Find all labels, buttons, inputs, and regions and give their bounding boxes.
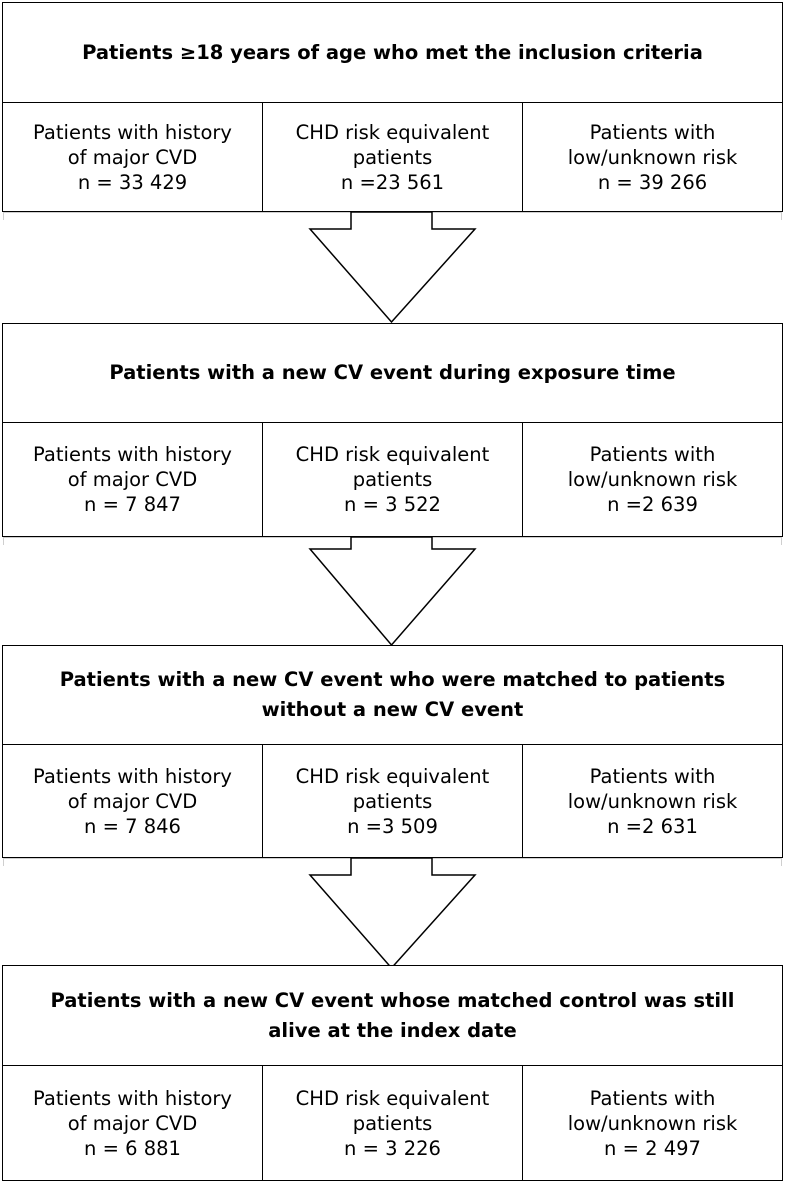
stage-2-group-chd-risk: CHD risk equivalent patients n = 3 522 [262, 423, 522, 536]
stage-1-group-chd-risk: CHD risk equivalent patients n =23 561 [262, 103, 522, 211]
group-count: n = 6 881 [84, 1136, 181, 1160]
group-label-line: of major CVD [67, 789, 198, 813]
group-label-line: patients [352, 145, 433, 169]
stage-1-groups: Patients with history of major CVD n = 3… [3, 102, 782, 211]
stage-1-box: Patients ≥18 years of age who met the in… [2, 2, 783, 220]
stage-1-group-major-cvd: Patients with history of major CVD n = 3… [3, 103, 262, 211]
stage-4-title: Patients with a new CV event whose match… [50, 988, 735, 1042]
stage-3-box: Patients with a new CV event who were ma… [2, 645, 783, 866]
group-label-line: Patients with history [33, 120, 232, 144]
down-arrow-1 [308, 211, 477, 324]
group-label-line: Patients with [589, 1086, 716, 1110]
group-count: n = 39 266 [597, 170, 708, 194]
group-label-line: patients [352, 468, 433, 491]
stage-3-group-low-risk: Patients with low/unknown risk n =2 631 [522, 745, 782, 857]
group-label-line: CHD risk equivalent [295, 443, 490, 466]
group-count: n = 3 522 [344, 493, 441, 516]
group-count: n =2 631 [607, 814, 698, 838]
stage-2-groups: Patients with history of major CVD n = 7… [3, 422, 782, 536]
group-count: n = 7 846 [84, 814, 181, 838]
group-label-line: Patients with [589, 443, 716, 466]
group-label-line: CHD risk equivalent [295, 764, 490, 788]
down-arrow-3 [308, 857, 477, 970]
group-label-line: of major CVD [67, 145, 198, 169]
stage-4-groups: Patients with history of major CVD n = 6… [3, 1065, 782, 1180]
group-label-line: patients [352, 1111, 433, 1135]
group-count: n =2 639 [607, 493, 698, 516]
stage-3-group-chd-risk: CHD risk equivalent patients n =3 509 [262, 745, 522, 857]
group-label-line: Patients with history [33, 1086, 232, 1110]
stage-3-title: Patients with a new CV event who were ma… [59, 668, 726, 721]
down-arrow-2 [308, 536, 477, 647]
stage-3-groups: Patients with history of major CVD n = 7… [3, 744, 782, 857]
group-label-line: Patients with [589, 764, 716, 788]
group-label-line: of major CVD [67, 1111, 198, 1135]
group-label-line: low/unknown risk [567, 468, 738, 491]
stage-4-box: Patients with a new CV event whose match… [2, 965, 783, 1181]
group-count: n =23 561 [340, 170, 445, 194]
group-label-line: low/unknown risk [567, 1111, 738, 1135]
stage-3-group-major-cvd: Patients with history of major CVD n = 7… [3, 745, 262, 857]
group-label-line: patients [352, 789, 433, 813]
stage-2-group-low-risk: Patients with low/unknown risk n =2 639 [522, 423, 782, 536]
group-label-line: Patients with history [33, 443, 232, 466]
group-count: n = 33 429 [77, 170, 188, 194]
group-label-line: Patients with [589, 120, 716, 144]
stage-2-box: Patients with a new CV event during expo… [2, 323, 783, 545]
group-label-line: Patients with history [33, 764, 232, 788]
stage-2-group-major-cvd: Patients with history of major CVD n = 7… [3, 423, 262, 536]
group-count: n = 7 847 [84, 493, 181, 516]
group-label-line: CHD risk equivalent [295, 120, 490, 144]
group-count: n = 2 497 [604, 1136, 701, 1160]
group-label-line: low/unknown risk [567, 789, 738, 813]
stage-2-title: Patients with a new CV event during expo… [109, 361, 676, 384]
group-count: n = 3 226 [344, 1136, 441, 1160]
stage-1-group-low-risk: Patients with low/unknown risk n = 39 26… [522, 103, 782, 211]
stage-1-title: Patients ≥18 years of age who met the in… [82, 40, 703, 64]
stage-4-group-low-risk: Patients with low/unknown risk n = 2 497 [522, 1066, 782, 1180]
group-count: n =3 509 [347, 814, 438, 838]
group-label-line: CHD risk equivalent [295, 1086, 490, 1110]
group-label-line: of major CVD [67, 468, 198, 491]
stage-4-group-chd-risk: CHD risk equivalent patients n = 3 226 [262, 1066, 522, 1180]
stage-4-group-major-cvd: Patients with history of major CVD n = 6… [3, 1066, 262, 1180]
group-label-line: low/unknown risk [567, 145, 738, 169]
